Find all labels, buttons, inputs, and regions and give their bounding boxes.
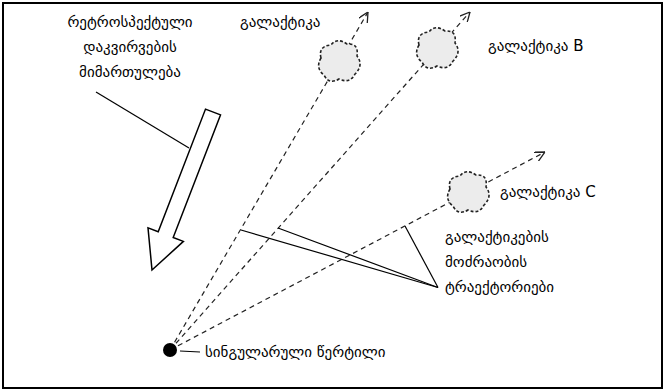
text-label: სინგულარული წერტილი — [205, 340, 385, 365]
text-label: გალაქტიკების მოძრაობის ტრაექტორიები — [445, 225, 554, 300]
direction-arrow — [148, 109, 221, 270]
trajectory-line — [170, 152, 545, 350]
galaxy-cloud — [448, 172, 489, 213]
leader-line — [278, 228, 438, 288]
trajectory-line — [170, 12, 368, 350]
text-label: გალაქტიკა C — [500, 180, 596, 205]
text-label: გალაქტიკა B — [488, 34, 584, 59]
frame — [3, 3, 662, 388]
trajectory-line — [170, 12, 470, 350]
singular-point — [163, 343, 177, 357]
galaxy-cloud — [417, 28, 458, 69]
leader-line — [405, 226, 438, 288]
leader-line — [180, 351, 200, 352]
leader-line — [96, 92, 189, 148]
leader-line — [241, 230, 438, 288]
text-label: რეტროსპექტული დაკვირვების მიმართულება — [67, 10, 192, 85]
text-label: გალაქტიკა — [240, 10, 320, 35]
galaxy-cloud — [319, 41, 360, 82]
